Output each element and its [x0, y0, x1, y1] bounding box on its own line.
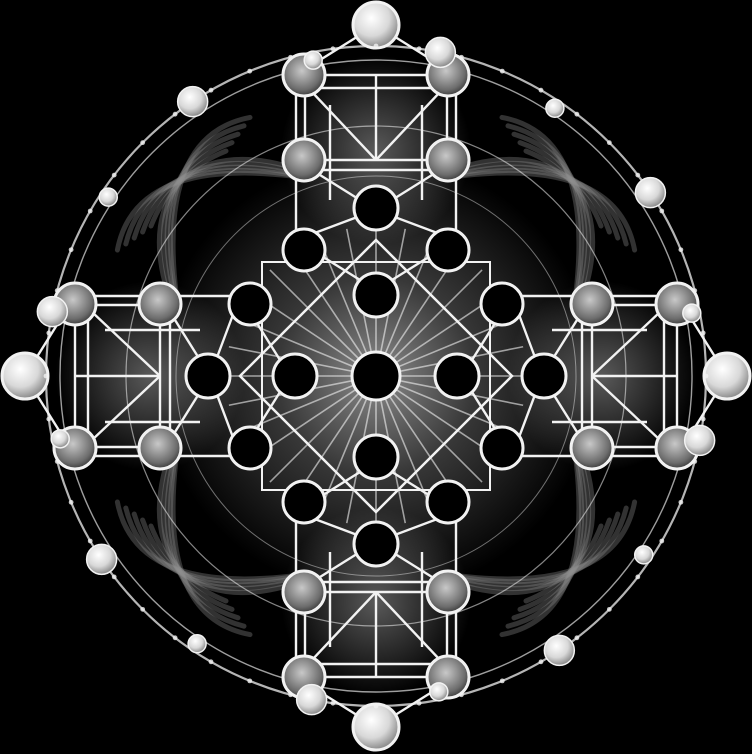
ring-dot	[459, 692, 464, 697]
orbit-bead	[304, 51, 322, 69]
center-node	[352, 352, 400, 400]
ring-dot	[678, 500, 683, 505]
ring-dot	[247, 678, 252, 683]
orbit-bead	[297, 685, 327, 715]
ring-dot	[701, 331, 706, 336]
lattice-node	[229, 283, 271, 325]
ring-dot	[112, 574, 117, 579]
lattice-node	[427, 229, 469, 271]
ring-dot	[331, 46, 336, 51]
ring-dot	[607, 140, 612, 145]
orbit-bead	[683, 304, 701, 322]
ring-dot	[574, 112, 579, 117]
ring-dot	[288, 692, 293, 697]
lattice-node	[2, 353, 48, 399]
lattice-node	[283, 229, 325, 271]
lattice-node	[139, 283, 181, 325]
ring-dot	[247, 69, 252, 74]
lattice-node	[354, 435, 398, 479]
ring-dot	[173, 635, 178, 640]
lattice-node	[427, 571, 469, 613]
orbit-bead	[37, 297, 67, 327]
ring-dot	[692, 288, 697, 293]
ring-dot	[635, 574, 640, 579]
ring-dot	[678, 247, 683, 252]
orbit-bead	[87, 544, 117, 574]
ring-dot	[539, 659, 544, 664]
ring-dot	[607, 607, 612, 612]
lattice-node	[353, 2, 399, 48]
ring-dot	[209, 88, 214, 93]
ring-dot	[209, 659, 214, 664]
orbit-bead	[188, 635, 206, 653]
ring-dot	[574, 635, 579, 640]
orbit-bead	[685, 425, 715, 455]
ring-dot	[374, 44, 379, 49]
lattice-node	[571, 427, 613, 469]
ring-dot	[112, 173, 117, 178]
ring-dot	[69, 247, 74, 252]
orbit-bead	[546, 99, 564, 117]
ring-dot	[44, 374, 49, 379]
ring-dot	[331, 701, 336, 706]
lattice-node	[522, 354, 566, 398]
ring-dot	[704, 374, 709, 379]
ring-dot	[55, 288, 60, 293]
lattice-node	[283, 481, 325, 523]
lattice-node	[354, 522, 398, 566]
lattice-node	[283, 571, 325, 613]
ring-dot	[659, 209, 664, 214]
ring-dot	[46, 331, 51, 336]
lattice-node	[186, 354, 230, 398]
lattice-node	[427, 139, 469, 181]
orbit-bead	[51, 430, 69, 448]
ring-dot	[55, 459, 60, 464]
ring-dot	[459, 55, 464, 60]
lattice-node	[353, 704, 399, 750]
orbit-bead	[635, 178, 665, 208]
orbit-bead	[178, 87, 208, 117]
ring-dot	[140, 607, 145, 612]
ring-dot	[659, 539, 664, 544]
ring-dot	[701, 417, 706, 422]
ring-dot	[374, 704, 379, 709]
orbit-bead	[544, 635, 574, 665]
orbit-bead	[430, 683, 448, 701]
lattice-node	[427, 481, 469, 523]
ring-dot	[417, 46, 422, 51]
ring-dot	[500, 69, 505, 74]
ring-dot	[692, 459, 697, 464]
ring-dot	[173, 112, 178, 117]
lattice-node	[704, 353, 750, 399]
ring-dot	[88, 209, 93, 214]
ring-dot	[88, 539, 93, 544]
lattice-node	[571, 283, 613, 325]
ring-dot	[417, 701, 422, 706]
lattice-node	[481, 283, 523, 325]
ring-dot	[46, 417, 51, 422]
ring-dot	[140, 140, 145, 145]
lattice-node	[354, 273, 398, 317]
orbit-bead	[635, 546, 653, 564]
lattice-node	[229, 427, 271, 469]
ring-dot	[69, 500, 74, 505]
lattice-node	[354, 186, 398, 230]
ring-dot	[539, 88, 544, 93]
lattice-node	[283, 139, 325, 181]
ring-dot	[500, 678, 505, 683]
ring-dot	[288, 55, 293, 60]
orbit-bead	[99, 188, 117, 206]
lattice-node	[481, 427, 523, 469]
lattice-node	[273, 354, 317, 398]
lattice-node	[435, 354, 479, 398]
lattice-node	[139, 427, 181, 469]
ring-dot	[635, 173, 640, 178]
orbit-bead	[425, 37, 455, 67]
